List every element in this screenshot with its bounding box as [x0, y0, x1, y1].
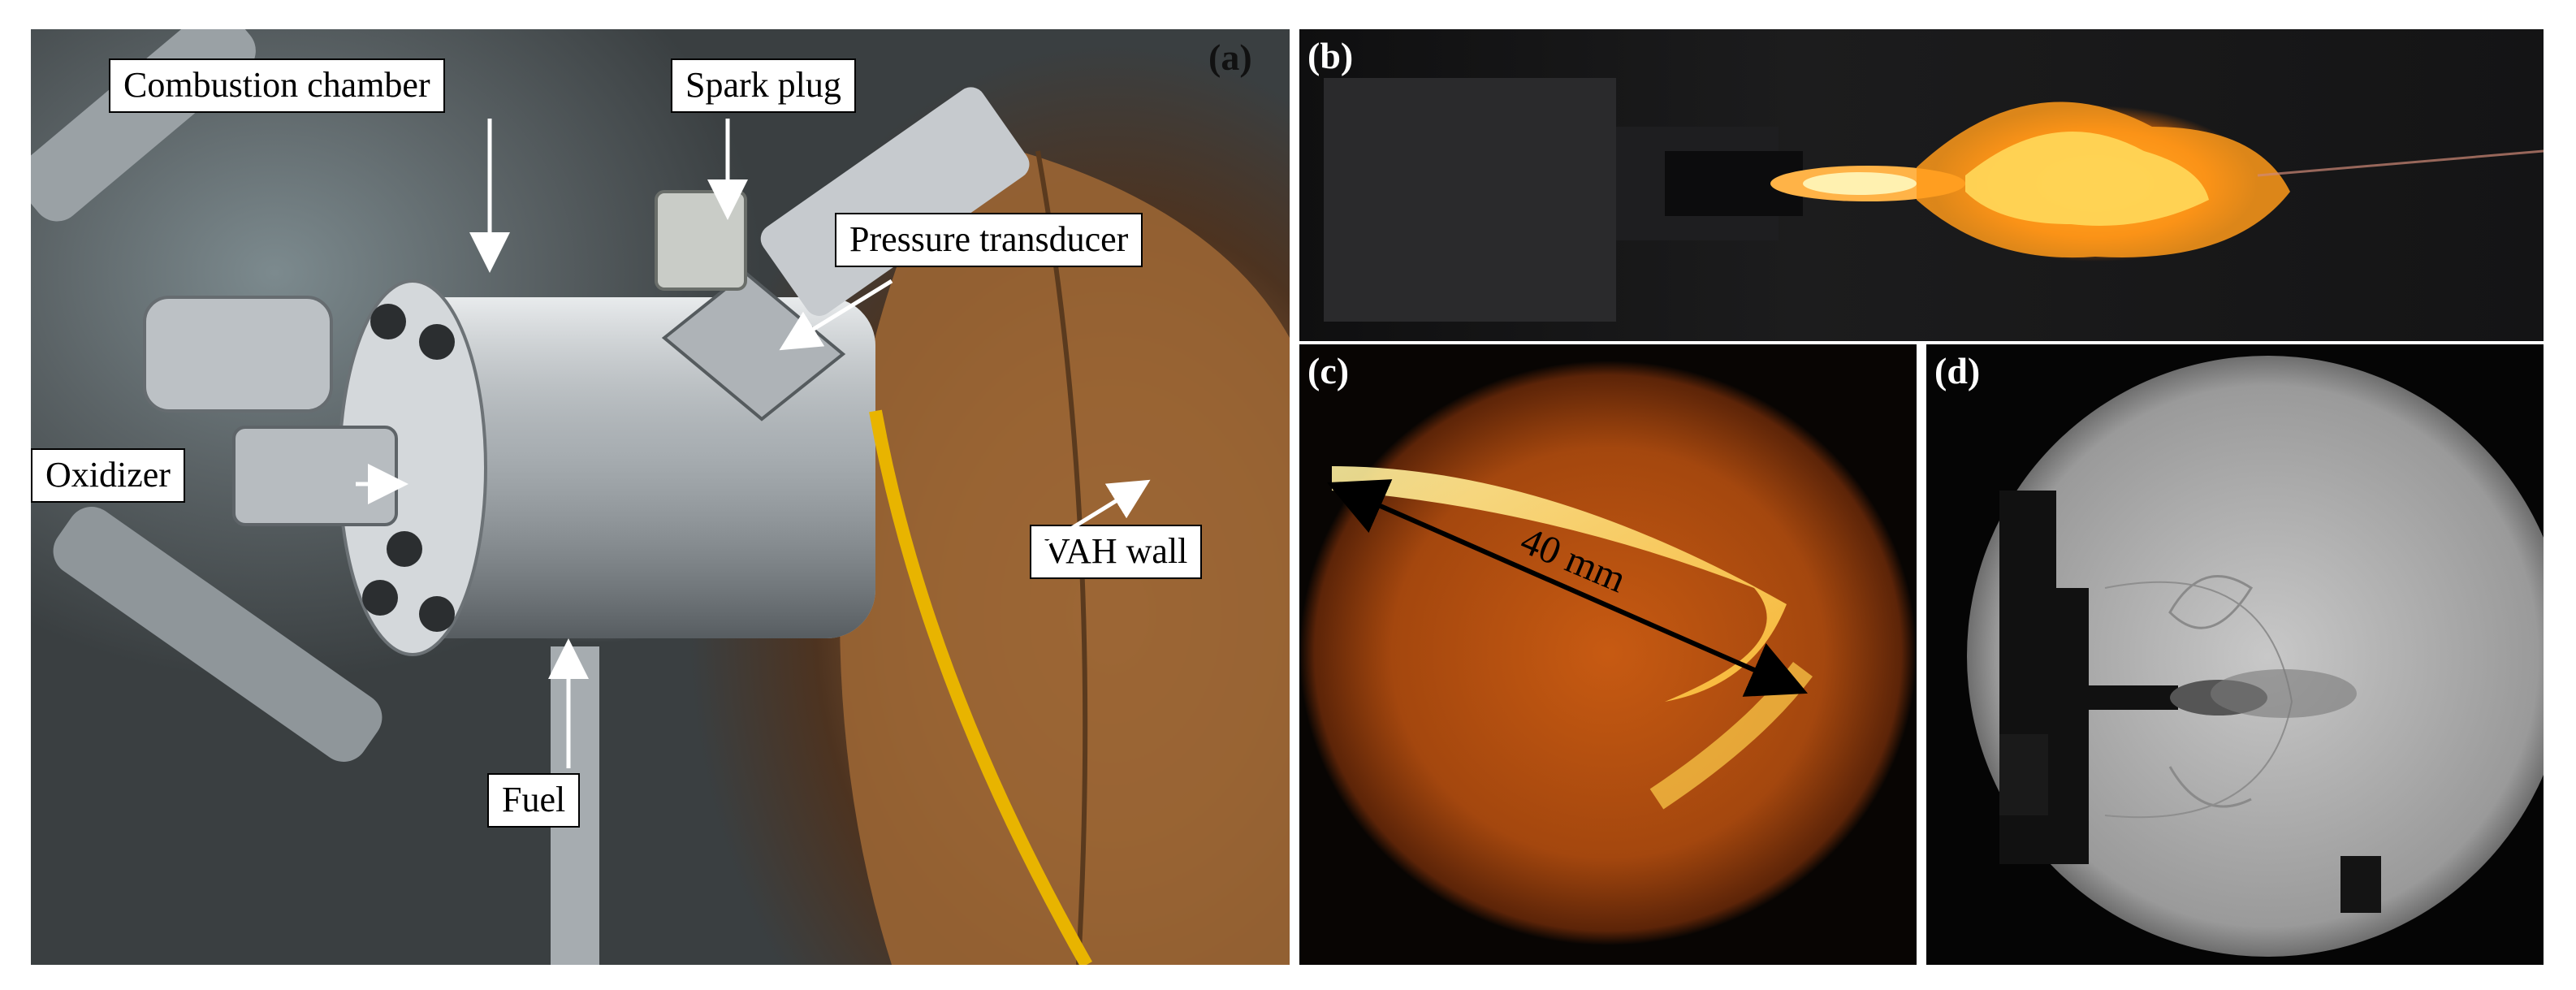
panel-d-schlieren: (d)	[1926, 344, 2544, 965]
flame-endview-illustration	[1299, 361, 1917, 945]
label-fuel: Fuel	[487, 773, 581, 828]
panel-b-letter: (b)	[1307, 35, 1354, 76]
arrow-vah-wall	[1036, 479, 1151, 551]
label-oxidizer: Oxidizer	[31, 448, 185, 503]
label-spark-plug: Spark plug	[671, 58, 856, 113]
flame-jet-illustration	[1324, 78, 2544, 322]
panel-d-letter: (d)	[1934, 350, 1981, 391]
label-arrows	[356, 119, 1151, 768]
panel-a-photo: Combustion chamber Spark plug Pressure t…	[31, 29, 1290, 965]
panel-c-letter: (c)	[1307, 350, 1350, 391]
label-vah-wall: VAH wall	[1030, 525, 1203, 579]
label-combustion-chamber: Combustion chamber	[109, 58, 445, 113]
panel-a-letter: (a)	[1208, 37, 1252, 78]
label-pressure-transducer: Pressure transducer	[835, 213, 1143, 267]
panel-c-flame-endview: 40 mm (c)	[1299, 344, 1917, 965]
schlieren-illustration	[1967, 356, 2544, 957]
scale-arrow	[1327, 479, 1808, 697]
combustor-hardware-illustration	[31, 29, 1290, 965]
arrow-pressure-transducer	[779, 279, 893, 351]
panel-b-flame-photo: (b)	[1299, 29, 2544, 341]
